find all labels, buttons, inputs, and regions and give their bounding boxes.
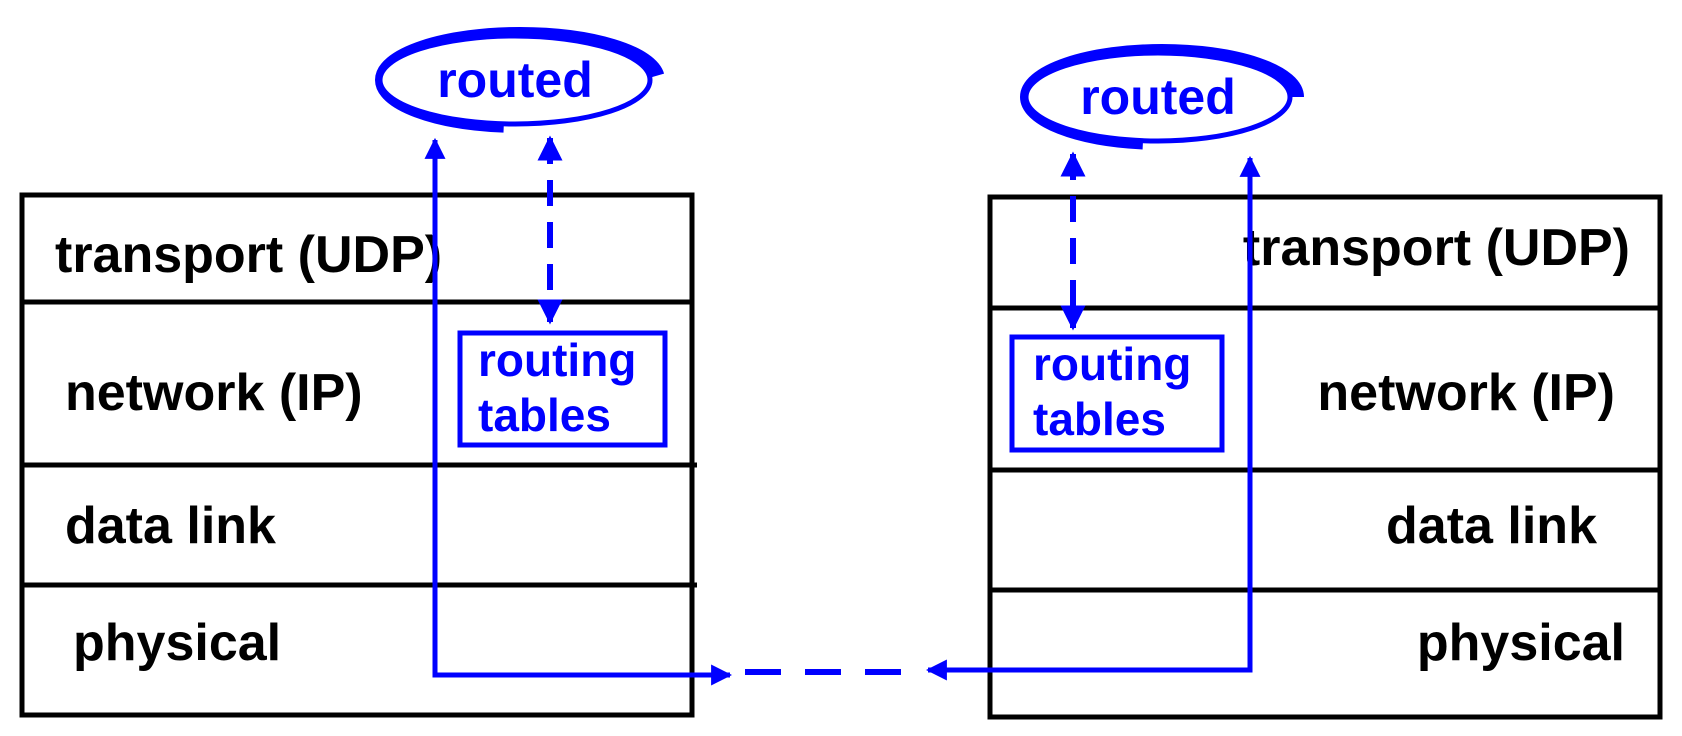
right-layer-network: network (IP) xyxy=(1317,364,1615,422)
right-layer-physical: physical xyxy=(1417,614,1625,672)
right-routed-label: routed xyxy=(1080,69,1236,125)
right-layer-data-link: data link xyxy=(1386,497,1597,555)
left-layer-physical: physical xyxy=(73,614,281,672)
left-routed-daemon xyxy=(377,33,653,127)
left-routing-tables-label-line2: tables xyxy=(478,389,611,441)
left-routed-label: routed xyxy=(437,52,593,108)
right-layer-transport: transport (UDP) xyxy=(1243,219,1630,277)
left-layer-data-link: data link xyxy=(65,497,276,555)
right-routing-tables-label-line2: tables xyxy=(1033,393,1166,445)
right-message-path xyxy=(925,155,1261,681)
right-routing-tables-label-line1: routing xyxy=(1033,338,1191,390)
left-layer-transport: transport (UDP) xyxy=(55,226,442,284)
right-routed-daemon xyxy=(1023,50,1293,144)
left-protocol-stack: transport (UDP) network (IP) data link p… xyxy=(19,27,733,718)
right-protocol-stack: transport (UDP) network (IP) data link p… xyxy=(925,44,1663,720)
left-layer-network: network (IP) xyxy=(65,364,363,422)
left-routing-tables-label-line1: routing xyxy=(478,334,636,386)
left-message-path xyxy=(424,137,733,686)
